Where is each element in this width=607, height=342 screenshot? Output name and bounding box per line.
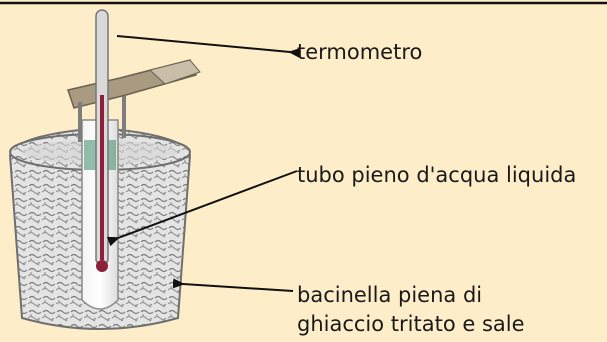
label-termometro: termometro — [297, 40, 423, 64]
label-bacinella-line1: bacinella piena di — [297, 283, 483, 307]
bacinella-arrow — [172, 278, 294, 292]
label-tubo: tubo pieno d'acqua liquida — [297, 163, 577, 187]
label-bacinella-line2: ghiaccio tritato e sale — [297, 312, 525, 336]
tubo-arrow — [106, 170, 298, 247]
termometro-arrow — [116, 35, 301, 58]
thermometer-icon — [67, 9, 201, 272]
